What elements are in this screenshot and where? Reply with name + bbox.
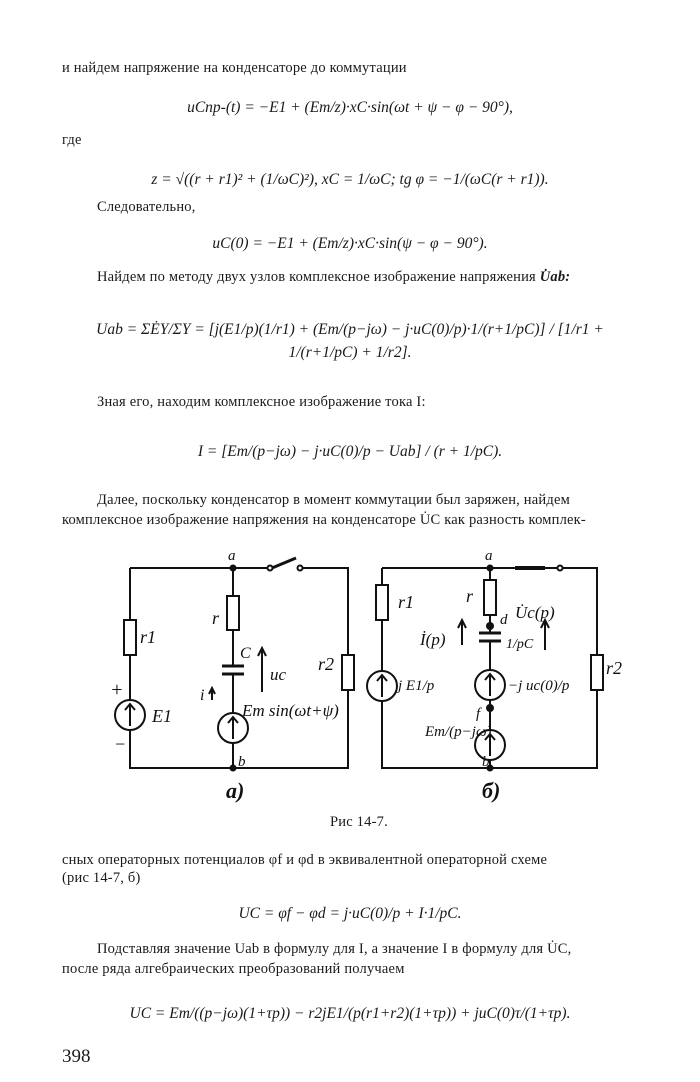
page-number: 398 xyxy=(62,1046,91,1067)
a-plus: + xyxy=(110,679,124,701)
a-minus: − xyxy=(114,734,126,754)
paragraph-3: Зная его, находим комплексное изображени… xyxy=(97,394,426,410)
equation-2: z = √((r + r1)² + (1/ωC)²), xC = 1/ωC; t… xyxy=(151,171,549,188)
circuit-a xyxy=(114,556,355,772)
equation-6: UC = φf − φd = j·uC(0)/p + I·1/pC. xyxy=(238,905,462,922)
b-r1: r1 xyxy=(398,592,414,612)
a-node-b: b xyxy=(238,754,246,770)
paragraph-4-line-1: Далее, поскольку конденсатор в момент ко… xyxy=(97,492,570,508)
b-r2: r2 xyxy=(606,658,622,678)
a-C: C xyxy=(240,645,251,662)
paragraph-4-line-2: комплексное изображение напряжения на ко… xyxy=(62,512,586,528)
a-r1: r1 xyxy=(140,627,156,647)
a-r: r xyxy=(212,608,220,628)
paragraph-2: Найдем по методу двух узлов комплексное … xyxy=(97,269,570,286)
uab-symbol: U̇ab: xyxy=(539,269,571,285)
b-node-f: f xyxy=(476,706,482,722)
equation-1: uCпр-(t) = −E1 + (Em/z)·xC·sin(ωt + ψ − … xyxy=(187,99,513,116)
b-juc: −j uc(0)/p xyxy=(508,678,570,694)
therefore-label: Следовательно, xyxy=(97,199,196,215)
circuit-figure: a b r r1 r2 C uc i E1 + − Em sin(ωt+ψ) а… xyxy=(110,548,622,803)
b-node-a: a xyxy=(485,548,493,564)
a-E1: E1 xyxy=(151,706,172,726)
paragraph-1: и найдем напряжение на конденсаторе до к… xyxy=(62,60,407,76)
b-Em-src: Em/(p−jω) xyxy=(424,724,492,740)
b-node-b: b xyxy=(482,754,490,770)
figure-caption: Рис 14-7. xyxy=(330,814,388,830)
equation-5: I = [Em/(p−jω) − j·uC(0)/p − Uab] / (r +… xyxy=(197,443,503,460)
equation-7: UC = Em/((p−jω)(1+τp)) − r2jE1/(p(r1+r2)… xyxy=(129,1005,571,1022)
paragraph-2-text: Найдем по методу двух узлов комплексное … xyxy=(97,269,536,285)
paragraph-6-line-1: Подставляя значение Uab в формулу для I,… xyxy=(97,941,572,957)
a-source: Em sin(ωt+ψ) xyxy=(241,701,339,720)
figure-b-label: б) xyxy=(482,778,500,803)
equation-4: Uab = ΣĖY/ΣY = [j(E1/p)(1/r1) + (Em/(p−j… xyxy=(96,321,604,362)
b-r: r xyxy=(466,586,474,606)
a-uc: uc xyxy=(270,665,287,684)
circuit-b xyxy=(366,564,604,772)
paragraph-6-line-2: после ряда алгебраических преобразований… xyxy=(62,961,405,977)
equation-3: uC(0) = −E1 + (Em/z)·xC·sin(ψ − φ − 90°)… xyxy=(212,235,488,252)
a-r2: r2 xyxy=(318,654,334,674)
paragraph-5-line-2: (рис 14-7, б) xyxy=(62,870,141,886)
figure-a-label: а) xyxy=(226,778,244,803)
a-i: i xyxy=(200,687,204,704)
b-Ucp: U̇c(p) xyxy=(515,603,555,622)
where-label: где xyxy=(62,132,82,148)
a-node-a: a xyxy=(228,548,236,564)
b-node-d: d xyxy=(500,612,508,628)
b-jE1p: j E1/p xyxy=(396,678,435,694)
b-Ip: İ(p) xyxy=(419,630,446,649)
paragraph-5-line-1: сных операторных потенциалов φf и φd в э… xyxy=(62,852,548,868)
b-one-pC: 1/pC xyxy=(506,637,534,652)
